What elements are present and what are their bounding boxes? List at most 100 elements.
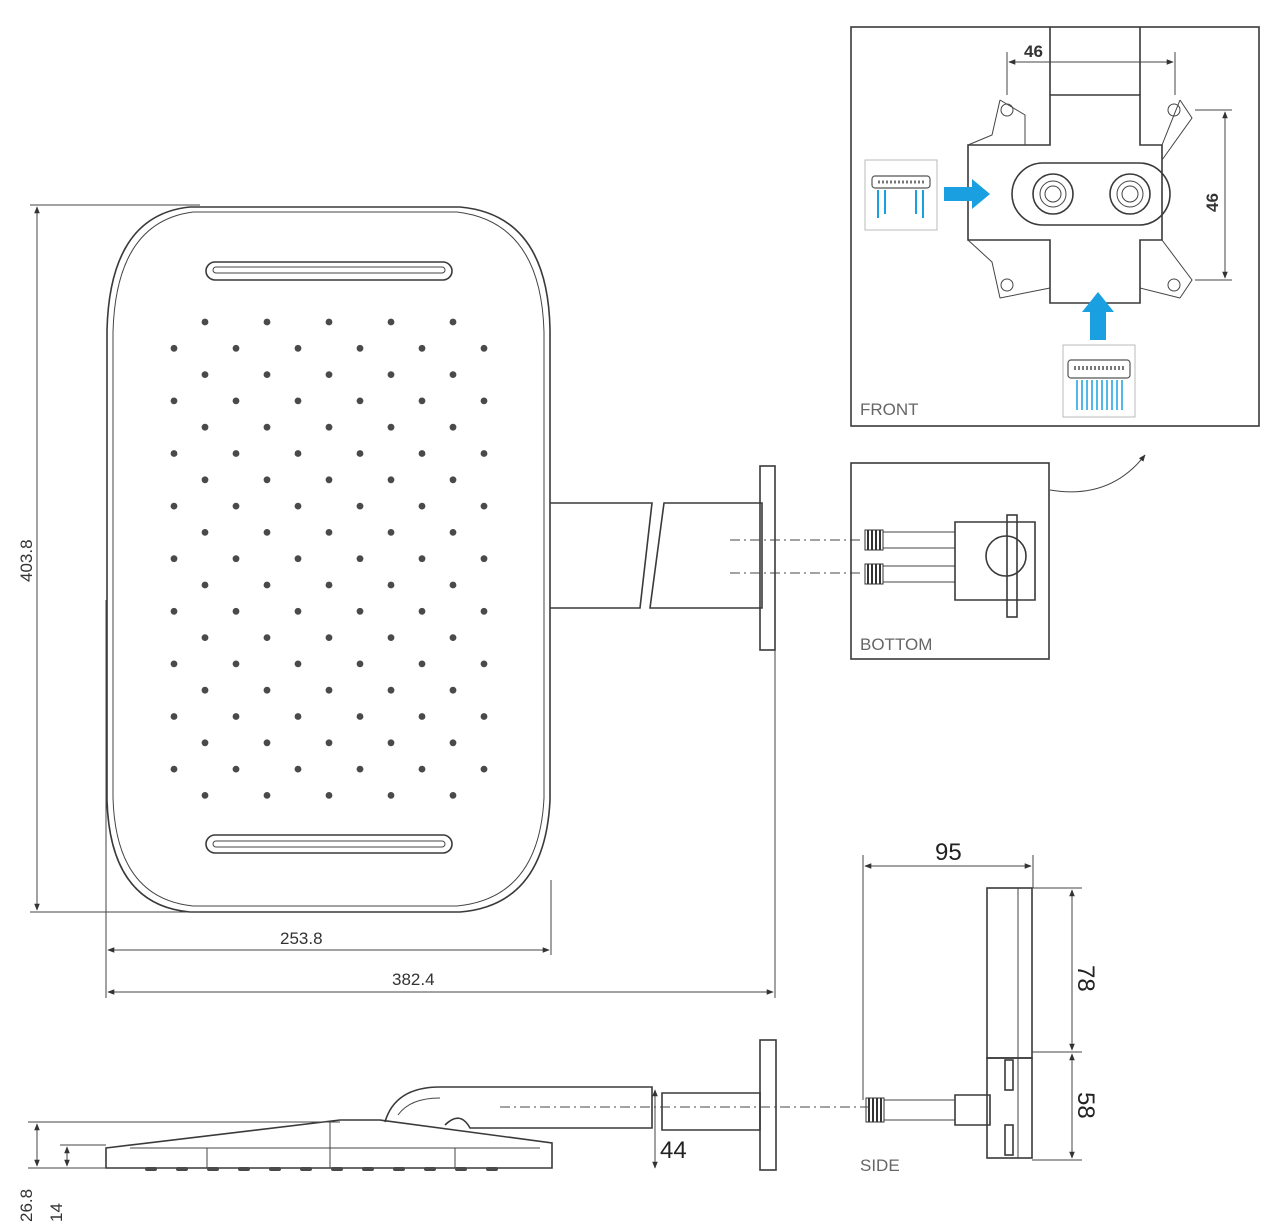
- nozzle-dot: [387, 529, 395, 536]
- nozzle-dot: [232, 607, 240, 615]
- nozzle-dot: [170, 450, 178, 457]
- nozzle-dot: [170, 607, 178, 615]
- nozzle-dot: [418, 344, 426, 352]
- nozzle-dot: [294, 607, 302, 615]
- nozzle-dot: [232, 660, 240, 668]
- nozzle-dot: [387, 739, 395, 747]
- profile-nozzle: [486, 1167, 498, 1171]
- nozzle-dot: [325, 423, 333, 431]
- nozzle-dot: [356, 502, 364, 510]
- flow-arrow-icon: [1082, 292, 1114, 340]
- nozzle-dot: [449, 371, 457, 378]
- bottom-view-box: BOTTOM: [850, 462, 1050, 660]
- nozzle-dot: [480, 397, 488, 405]
- nozzle-dot: [294, 713, 302, 720]
- nozzle-dot: [325, 371, 333, 378]
- profile-nozzle: [455, 1167, 467, 1171]
- nozzle-dot: [232, 344, 240, 352]
- profile-nozzle: [269, 1167, 281, 1171]
- nozzle-dot: [170, 713, 178, 720]
- head-thickness-value: 14: [47, 1203, 66, 1222]
- total-length-value: 382.4: [392, 970, 435, 989]
- profile-nozzle: [393, 1167, 405, 1171]
- nozzle-dot: [418, 660, 426, 668]
- nozzle-dot: [387, 476, 395, 484]
- nozzle-dot: [449, 634, 457, 641]
- nozzle-dot: [356, 344, 364, 352]
- nozzle-dot: [449, 476, 457, 484]
- nozzle-dot: [263, 529, 271, 536]
- nozzle-dot: [201, 581, 209, 589]
- nozzle-dot: [449, 792, 457, 799]
- nozzle-dot: [356, 607, 364, 615]
- waterfall-slot-top: [205, 261, 453, 281]
- nozzle-dot: [387, 371, 395, 378]
- nozzle-dot: [480, 713, 488, 720]
- total-thickness-value: 26.8: [17, 1189, 36, 1222]
- nozzle-dot: [263, 318, 271, 326]
- nozzle-dot: [449, 581, 457, 589]
- profile-nozzle: [207, 1167, 219, 1171]
- nozzle-dot: [170, 502, 178, 510]
- nozzle-dot: [356, 765, 364, 773]
- nozzle-dot: [263, 739, 271, 747]
- nozzle-dot: [170, 660, 178, 668]
- nozzle-dot: [294, 555, 302, 563]
- nozzle-dot: [232, 713, 240, 720]
- profile-nozzles: [145, 1167, 498, 1171]
- nozzle-dot: [201, 423, 209, 431]
- side-lower-value: 58: [1072, 1092, 1099, 1119]
- nozzle-dot: [449, 318, 457, 326]
- nozzle-dot: [232, 502, 240, 510]
- nozzle-dot: [387, 686, 395, 694]
- nozzle-dot: [387, 792, 395, 799]
- nozzle-dot: [449, 529, 457, 536]
- nozzle-dot: [387, 423, 395, 431]
- nozzle-dot: [356, 450, 364, 457]
- nozzle-dot: [294, 765, 302, 773]
- front-label: FRONT: [860, 400, 919, 419]
- nozzle-dot: [232, 765, 240, 773]
- nozzle-dot: [201, 739, 209, 747]
- nozzle-dot: [232, 555, 240, 563]
- nozzle-dot: [387, 581, 395, 589]
- nozzle-dot: [294, 344, 302, 352]
- nozzle-dot: [201, 529, 209, 536]
- nozzle-dot: [449, 686, 457, 694]
- side-depth-value: 95: [935, 839, 962, 866]
- nozzle-dot: [201, 318, 209, 326]
- profile-nozzle: [424, 1167, 436, 1171]
- dim-total-length: 382.4: [107, 650, 776, 998]
- profile-nozzle: [145, 1167, 157, 1171]
- nozzle-dot: [480, 607, 488, 615]
- nozzle-dot: [232, 450, 240, 457]
- nozzle-dot: [170, 397, 178, 405]
- profile-nozzle: [300, 1167, 312, 1171]
- front-height-value: 46: [1203, 193, 1222, 212]
- nozzle-dot: [480, 344, 488, 352]
- nozzle-dot: [418, 713, 426, 720]
- nozzle-dot: [201, 476, 209, 484]
- nozzle-dot: [418, 397, 426, 405]
- nozzle-dot: [232, 397, 240, 405]
- head-width-value: 253.8: [280, 929, 323, 948]
- nozzle-dot: [263, 581, 271, 589]
- profile-view: 44 26.8 14: [17, 1039, 870, 1222]
- nozzle-dot: [449, 739, 457, 747]
- nozzle-dot: [418, 450, 426, 457]
- profile-nozzle: [362, 1167, 374, 1171]
- nozzle-dot: [263, 371, 271, 378]
- nozzle-dot: [418, 765, 426, 773]
- nozzle-dot: [325, 318, 333, 326]
- nozzle-dot: [263, 423, 271, 431]
- nozzle-dot: [418, 555, 426, 563]
- profile-nozzle: [238, 1167, 250, 1171]
- nozzle-dot: [325, 581, 333, 589]
- nozzle-dot: [480, 555, 488, 563]
- nozzle-dot: [325, 792, 333, 799]
- nozzle-dot: [480, 450, 488, 457]
- nozzle-dot: [294, 450, 302, 457]
- nozzle-dot: [263, 476, 271, 484]
- shower-arm-top-view: [550, 465, 860, 651]
